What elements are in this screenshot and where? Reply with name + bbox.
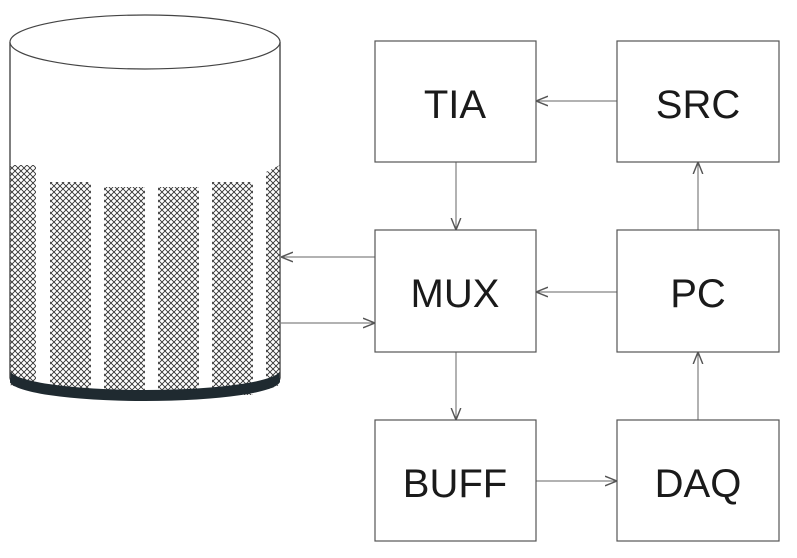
electrode-strip [212,182,253,395]
block-mux: MUX [374,229,537,353]
block-buff: BUFF [374,419,537,542]
connections [281,101,698,481]
electrode-strip [158,187,199,399]
cylinder-base [10,370,280,401]
block-src-label: SRC [656,83,740,127]
block-pc-label: PC [670,272,726,316]
electrode-strip [266,165,280,390]
block-daq: DAQ [616,419,780,542]
electrode-strip [50,182,91,395]
electrode-strip [104,187,145,399]
block-tia: TIA [374,40,537,163]
block-src: SRC [616,40,780,163]
block-buff-label: BUFF [403,462,507,506]
block-mux-label: MUX [411,272,500,316]
block-daq-label: DAQ [655,462,742,506]
electrode-cylinder [9,14,281,401]
electrode-strips [10,165,280,399]
cylinder-top [9,14,281,70]
electrode-strip [10,165,36,392]
block-tia-label: TIA [424,83,487,127]
block-pc: PC [616,229,780,353]
